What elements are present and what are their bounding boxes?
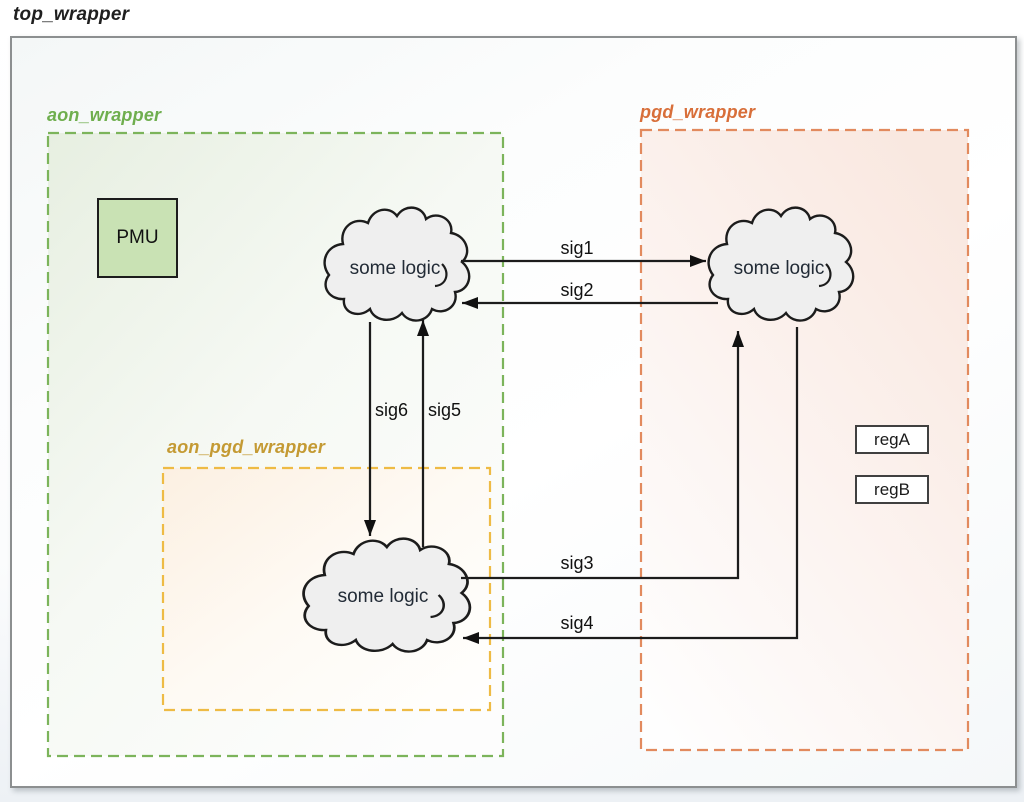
aon-wrapper-label: aon_wrapper xyxy=(47,105,162,125)
regA-block: regA xyxy=(855,425,929,454)
regB-block: regB xyxy=(855,475,929,504)
pmu-block: PMU xyxy=(97,198,178,278)
sig3-wire xyxy=(461,331,744,580)
pgd-logic-label: some logic xyxy=(733,258,825,279)
aon-logic-label: some logic xyxy=(349,258,441,279)
sig1-label: sig1 xyxy=(560,238,594,258)
sig2-label: sig2 xyxy=(560,280,594,300)
pgd-wrapper-label: pgd_wrapper xyxy=(640,102,756,122)
sig5-label: sig5 xyxy=(428,400,462,420)
sig3-label: sig3 xyxy=(560,553,594,573)
aon-pgd-logic-label: some logic xyxy=(337,586,429,607)
pmu-label: PMU xyxy=(116,227,159,248)
sig4-wire xyxy=(463,327,799,644)
aon-pgd-wrapper-label: aon_pgd_wrapper xyxy=(167,437,326,457)
page-title: top_wrapper xyxy=(13,4,130,25)
regA-label: regA xyxy=(874,429,910,449)
regB-label: regB xyxy=(874,479,910,499)
sig6-label: sig6 xyxy=(375,400,409,420)
sig4-label: sig4 xyxy=(560,613,594,633)
